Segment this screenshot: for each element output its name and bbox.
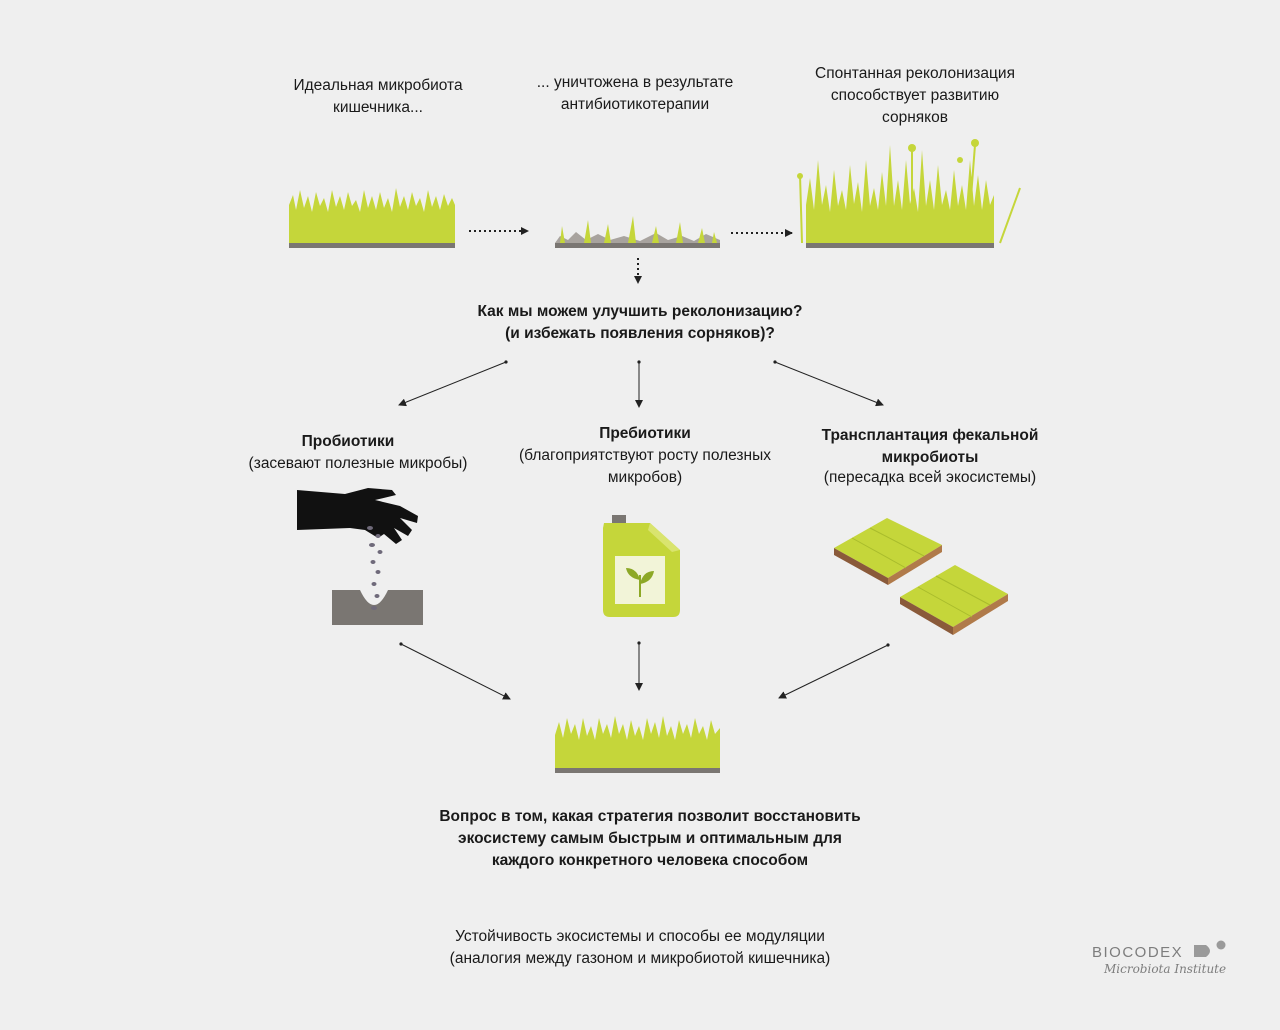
arrow-to-fmt bbox=[774, 361, 884, 407]
logo-subtitle: Microbiota Institute bbox=[1104, 962, 1227, 976]
fmt-title: Трансплантация фекальной микробиоты bbox=[821, 427, 1039, 466]
figure-caption: Устойчивость экосистемы и способы ее мод… bbox=[449, 928, 831, 967]
arrow-from-fmt bbox=[778, 644, 889, 699]
label-spontaneous-recolonization: Спонтанная реколонизация способствует ра… bbox=[815, 65, 1015, 126]
conclusion-question: Вопрос в том, какая стратегия позволит в… bbox=[439, 808, 861, 869]
restored-lawn-icon bbox=[555, 716, 720, 773]
prebiotics-title: Пребиотики bbox=[599, 425, 691, 442]
arrow-from-probiotics bbox=[400, 643, 511, 700]
arrow-to-probiotics bbox=[398, 361, 507, 407]
probiotics-title: Пробиотики bbox=[301, 433, 395, 450]
probiotics-desc: (засевают полезные микробы) bbox=[248, 455, 468, 472]
fertilizer-canister-icon bbox=[603, 515, 680, 617]
fmt-desc: (пересадка всей экосистемы) bbox=[823, 469, 1037, 486]
central-question: Как мы можем улучшить реколонизацию? (и … bbox=[477, 303, 803, 342]
destroyed-lawn-icon bbox=[555, 216, 720, 248]
turf-tiles-icon bbox=[834, 518, 1008, 635]
label-destroyed-antibiotics: ... уничтожена в результате антибиотикот… bbox=[536, 74, 734, 113]
label-ideal-microbiota: Идеальная микробиота кишечника... bbox=[293, 77, 463, 116]
seeding-hand-icon bbox=[297, 488, 423, 625]
prebiotics-desc: (благоприятствуют росту полезных микробо… bbox=[519, 447, 771, 486]
logo-brand: BIOCODEX bbox=[1092, 944, 1184, 961]
weedy-lawn-icon bbox=[797, 139, 1021, 248]
biocodex-logo-mark bbox=[1194, 940, 1226, 957]
biocodex-logo: BIOCODEX Microbiota Institute bbox=[1092, 942, 1242, 982]
ideal-lawn-icon bbox=[289, 188, 455, 248]
